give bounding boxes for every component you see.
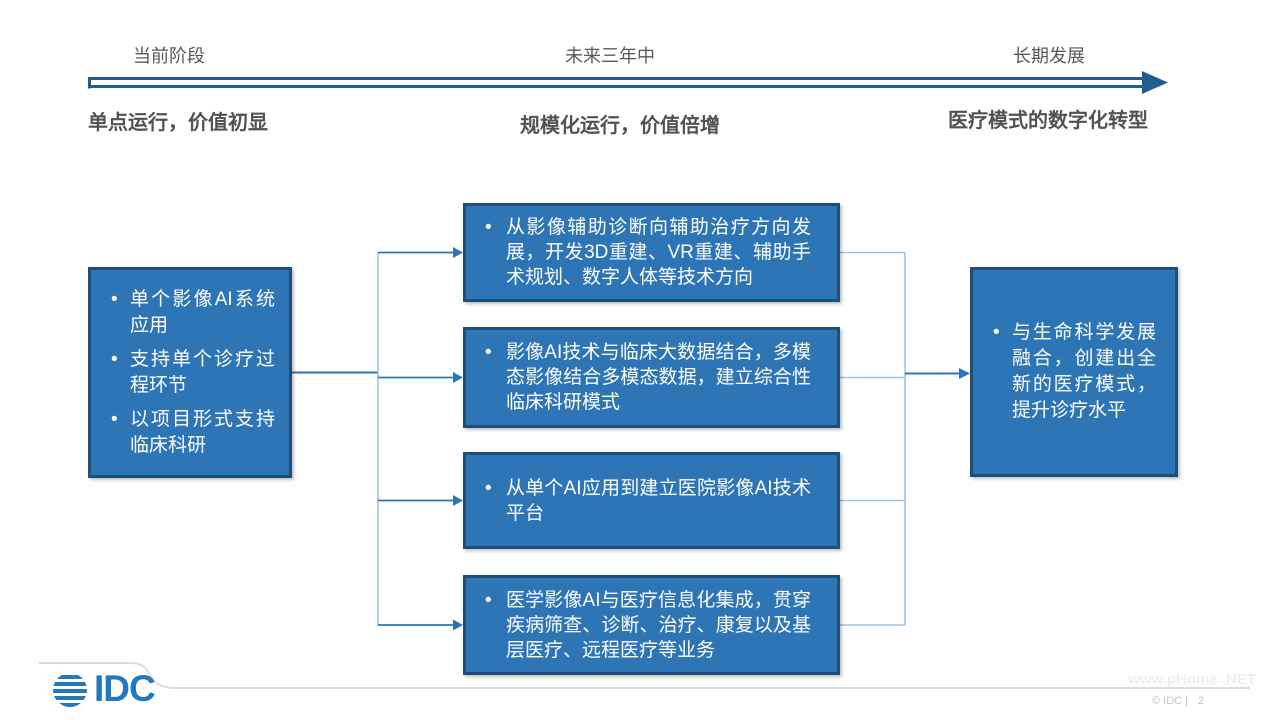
branch-arrowhead-icon: [453, 247, 463, 631]
box-midterm-3: 从单个AI应用到建立医院影像AI技术平台: [463, 452, 840, 549]
idc-globe-icon: [53, 675, 87, 707]
box-midterm-2-bullet-list: 影像AI技术与临床大数据结合，多模态影像结合多模态数据，建立综合性临床科研模式: [478, 340, 811, 415]
box-longterm-bullet-list: 与生命科学发展融合，创建出全新的医疗模式，提升诊疗水平: [986, 320, 1156, 424]
stage-label-current: 当前阶段: [133, 46, 205, 66]
idc-logo-text: IDC: [94, 668, 156, 709]
watermark: www.pHome .NET: [1128, 671, 1256, 688]
timeline-arrow: [88, 71, 1168, 94]
bullet-item: 医学影像AI与医疗信息化集成，贯穿疾病筛查、诊断、治疗、康复以及基层医疗、远程医…: [478, 588, 811, 663]
bullet-item: 从影像辅助诊断向辅助治疗方向发展，开发3D重建、VR重建、辅助手术规划、数字人体…: [478, 215, 811, 290]
page-number: 2: [1198, 695, 1205, 707]
copyright-text: © IDC |: [1152, 695, 1189, 707]
bullet-item: 支持单个诊疗过程环节: [104, 347, 275, 399]
box-midterm-1: 从影像辅助诊断向辅助治疗方向发展，开发3D重建、VR重建、辅助手术规划、数字人体…: [463, 203, 840, 302]
phase-heading-current: 单点运行，价值初显: [88, 112, 268, 134]
box-longterm: 与生命科学发展融合，创建出全新的医疗模式，提升诊疗水平: [970, 267, 1178, 477]
stage-label-longterm: 长期发展: [1013, 46, 1085, 66]
box-midterm-1-bullet-list: 从影像辅助诊断向辅助治疗方向发展，开发3D重建、VR重建、辅助手术规划、数字人体…: [478, 215, 811, 290]
footer-copyright: © IDC | 2: [1152, 695, 1204, 707]
stage-label-midterm: 未来三年中: [565, 46, 655, 66]
box-midterm-2: 影像AI技术与临床大数据结合，多模态影像结合多模态数据，建立综合性临床科研模式: [463, 327, 840, 428]
phase-heading-midterm: 规模化运行，价值倍增: [520, 115, 720, 137]
bullet-item: 与生命科学发展融合，创建出全新的医疗模式，提升诊疗水平: [986, 320, 1156, 424]
bullet-item: 从单个AI应用到建立医院影像AI技术平台: [478, 476, 811, 526]
trunk-arrowhead-icon: [959, 368, 970, 379]
flow-connectors: [292, 247, 970, 631]
box-midterm-3-bullet-list: 从单个AI应用到建立医院影像AI技术平台: [478, 476, 811, 526]
bullet-item: 以项目形式支持临床科研: [104, 407, 275, 459]
box-midterm-4-bullet-list: 医学影像AI与医疗信息化集成，贯穿疾病筛查、诊断、治疗、康复以及基层医疗、远程医…: [478, 588, 811, 663]
box-current-bullet-list: 单个影像AI系统应用 支持单个诊疗过程环节 以项目形式支持临床科研: [104, 287, 275, 459]
bullet-item: 影像AI技术与临床大数据结合，多模态影像结合多模态数据，建立综合性临床科研模式: [478, 340, 811, 415]
idc-logo: IDC: [50, 668, 156, 709]
box-midterm-4: 医学影像AI与医疗信息化集成，贯穿疾病筛查、诊断、治疗、康复以及基层医疗、远程医…: [463, 575, 840, 675]
bullet-item: 单个影像AI系统应用: [104, 287, 275, 339]
phase-heading-longterm: 医疗模式的数字化转型: [948, 110, 1148, 132]
box-current-stage: 单个影像AI系统应用 支持单个诊疗过程环节 以项目形式支持临床科研: [88, 267, 292, 478]
